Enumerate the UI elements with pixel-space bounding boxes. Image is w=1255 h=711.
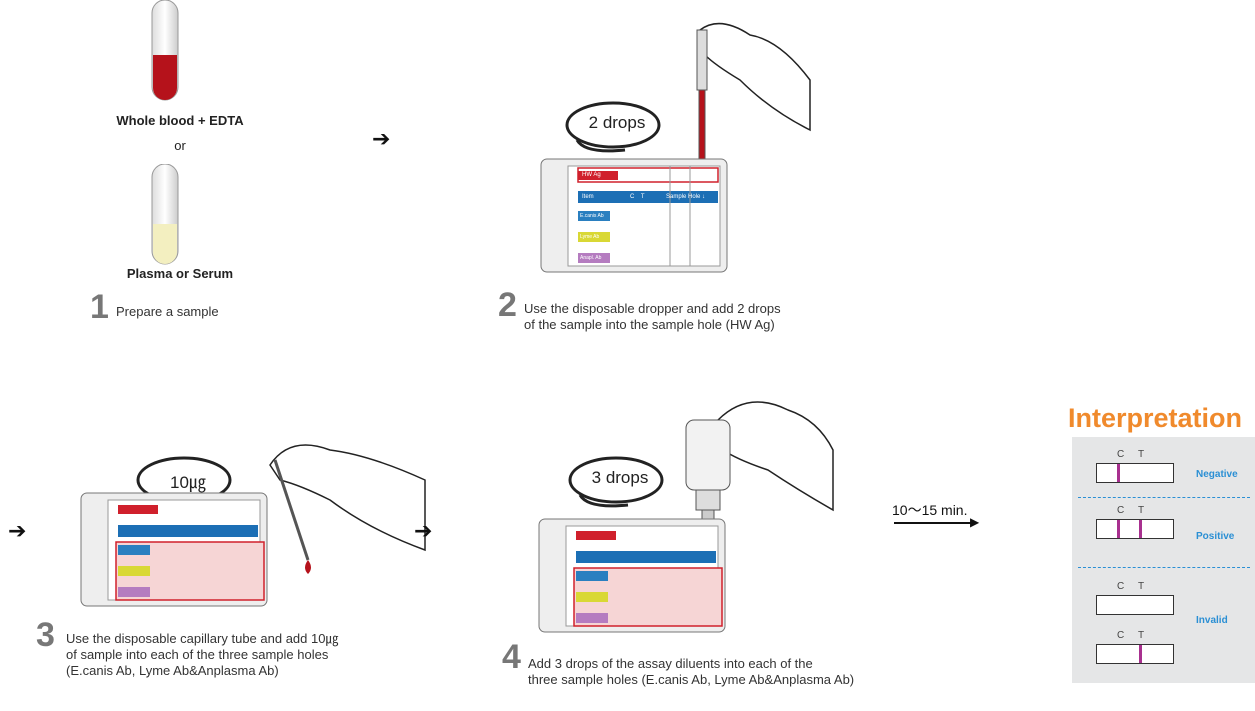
- positive-strip: [1096, 519, 1174, 539]
- step1-text: Prepare a sample: [116, 304, 219, 319]
- test-kit-diagram: [538, 518, 726, 633]
- hand-diluent-bottle-icon: [685, 401, 834, 580]
- step1-group: Whole blood + EDTA or Plasma or Serum 1 …: [60, 0, 300, 330]
- step3-text-line1: Use the disposable capillary tube and ad…: [66, 631, 339, 646]
- interpretation-panel: C T Negative C T Positive C T Invalid C …: [1072, 437, 1255, 683]
- arrow-right-icon: ➔: [372, 126, 391, 151]
- blood-tube-icon: [151, 0, 179, 101]
- invalid-label: Invalid: [1196, 615, 1228, 626]
- badge-text: 10㎍: [170, 473, 206, 492]
- drop-count-badge: [568, 456, 664, 508]
- test-kit-diagram: [540, 158, 728, 273]
- invalid-strip-empty: [1096, 595, 1174, 615]
- t-label: T: [1138, 505, 1145, 516]
- hand-capillary-icon: [269, 444, 426, 574]
- invalid-strip-t-only: [1096, 644, 1174, 664]
- timer-label: 10〜15 min.: [892, 502, 968, 518]
- step-number-1: 1: [90, 288, 109, 326]
- plasma-tube-icon: [151, 164, 179, 265]
- kit-ecanis-label: E.canis Ab: [580, 213, 604, 219]
- step2-text-line2: of the sample into the sample hole (HW A…: [524, 317, 775, 332]
- arrow-right-icon: ▶: [970, 515, 980, 529]
- arrow-right-icon: ➔: [414, 518, 433, 543]
- divider: [1078, 497, 1250, 498]
- step4-text-line2: three sample holes (E.canis Ab, Lyme Ab&…: [528, 672, 855, 687]
- timer-arrow-line: [894, 522, 976, 524]
- tube1-label: Whole blood + EDTA: [116, 113, 244, 128]
- or-text: or: [174, 138, 186, 153]
- kit-item-label: Item: [582, 194, 594, 200]
- c-label: C: [1117, 505, 1125, 516]
- control-line: [1117, 520, 1120, 538]
- step-number-3: 3: [36, 616, 55, 654]
- negative-strip: [1096, 463, 1174, 483]
- kit-lyme-label: Lyme Ab: [580, 234, 600, 240]
- kit-sample-hole-label: Sample Hole ↓: [666, 194, 706, 200]
- step4-text-line1: Add 3 drops of the assay diluents into e…: [528, 656, 813, 671]
- control-line: [1117, 464, 1120, 482]
- step4-group: 3 drops 4 Add 3 drops of the assay dilue…: [498, 390, 898, 700]
- kit-hw-label: HW Ag: [582, 172, 601, 178]
- c-label: C: [1117, 630, 1125, 641]
- test-line: [1139, 520, 1142, 538]
- step3-group: 10㎍ 3 Use the disposable capillary tube …: [30, 430, 470, 710]
- drop-count-badge: [565, 101, 661, 153]
- kit-ct-label: C T: [630, 194, 645, 200]
- hand-dropper-icon: [696, 22, 811, 176]
- step3-text-line3: (E.canis Ab, Lyme Ab&Anplasma Ab): [66, 663, 279, 678]
- t-label: T: [1138, 581, 1145, 592]
- step2-group: 2 drops HW Ag Item C T Sample Hole ↓ E.c…: [480, 20, 840, 350]
- divider: [1078, 567, 1250, 568]
- step2-text-line1: Use the disposable dropper and add 2 dro…: [524, 301, 781, 316]
- c-label: C: [1117, 449, 1125, 460]
- tube2-label: Plasma or Serum: [126, 266, 234, 281]
- step-number-4: 4: [502, 638, 521, 676]
- positive-label: Positive: [1196, 531, 1235, 542]
- test-kit-diagram: [80, 492, 268, 607]
- test-line: [1139, 645, 1142, 663]
- negative-label: Negative: [1196, 469, 1238, 480]
- kit-anapl-label: Anapl. Ab: [580, 255, 602, 261]
- badge-text: 2 drops: [588, 113, 646, 132]
- step3-text-line2: of sample into each of the three sample …: [66, 647, 329, 662]
- t-label: T: [1138, 630, 1145, 641]
- interpretation-title: Interpretation: [1068, 403, 1243, 433]
- c-label: C: [1117, 581, 1125, 592]
- arrow-right-icon: ➔: [8, 518, 27, 543]
- step-number-2: 2: [498, 286, 517, 324]
- t-label: T: [1138, 449, 1145, 460]
- badge-text: 3 drops: [591, 468, 649, 487]
